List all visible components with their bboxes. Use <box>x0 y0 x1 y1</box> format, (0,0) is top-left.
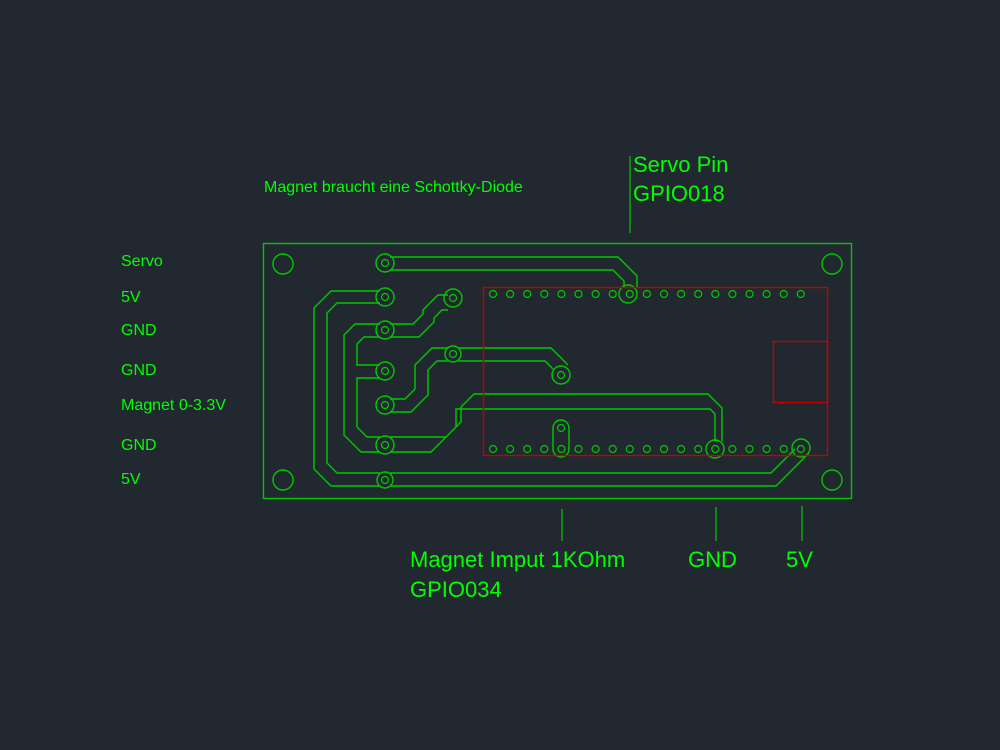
trace-5v <box>313 290 809 487</box>
module-pin-bottom <box>642 444 652 454</box>
connector-label-gnd-3: GND <box>121 437 157 454</box>
module-pin-top <box>711 289 720 299</box>
module-pin-bottom <box>796 444 805 454</box>
pad-hole <box>448 293 458 303</box>
trace-servo <box>390 256 638 288</box>
module-pin-top <box>659 289 669 299</box>
pad-gnd-1-branch <box>443 288 463 308</box>
servo-gpio-label: GPIO018 <box>633 181 725 206</box>
connector-label-gnd-2: GND <box>121 362 157 379</box>
pad-hole <box>380 440 390 450</box>
module-pin-top <box>591 289 600 299</box>
module-pin-bottom <box>591 444 600 454</box>
pad-magnet <box>375 395 395 415</box>
pad-hole <box>380 475 390 485</box>
servo-pin-label: Servo Pin <box>633 152 729 177</box>
pad-hole <box>380 325 390 335</box>
module-pin-bottom <box>659 444 669 454</box>
module-pin-bottom <box>557 444 566 454</box>
connector-label-servo: Servo <box>121 253 163 270</box>
pad-hole <box>380 292 390 302</box>
module-pin-bottom <box>506 444 515 454</box>
module-pin-top <box>745 289 754 299</box>
module-pin-bottom <box>676 444 686 454</box>
trace-magnet-input <box>552 419 570 458</box>
pad-5v-module <box>791 438 811 458</box>
module-pin-top <box>506 289 515 299</box>
pad-hole <box>380 366 390 376</box>
pad-servo <box>375 253 395 273</box>
magnet-input-label: Magnet Imput 1KOhm <box>410 547 626 572</box>
module-pin-top <box>608 289 617 299</box>
pad-hole <box>556 423 566 433</box>
module-pin-top <box>779 289 788 299</box>
trace-magnet <box>390 347 569 413</box>
module-pin-bottom <box>540 444 549 454</box>
trace-gnd-1 <box>343 294 723 453</box>
pad-gnd-3 <box>375 435 395 455</box>
module-pin-top <box>694 289 703 299</box>
module-pin-bottom <box>728 444 737 454</box>
module-pin-bottom <box>625 444 634 454</box>
pad-hole <box>380 258 390 268</box>
module-pin-top <box>540 289 549 299</box>
mounting-hole-bottom-right <box>821 469 843 491</box>
pad-hole <box>448 349 458 359</box>
connector-label-5v-2: 5V <box>121 471 141 488</box>
module-pin-bottom <box>762 444 771 454</box>
module-usb-connector <box>772 340 829 404</box>
pad-5v <box>375 287 395 307</box>
connector-label-magnet: Magnet 0-3.3V <box>121 397 226 414</box>
module-pin-bottom <box>745 444 754 454</box>
mounting-hole-bottom-left <box>272 469 294 491</box>
pad-gnd-1 <box>375 320 395 340</box>
module-pin-bottom <box>608 444 617 454</box>
module-pin-bottom <box>694 444 703 454</box>
pad-magnet-via <box>444 345 462 363</box>
module-pin-top <box>642 289 652 299</box>
module-pin-top <box>728 289 737 299</box>
schottky-note: Magnet braucht eine Schottky-Diode <box>264 179 523 196</box>
module-outline <box>482 286 829 457</box>
mounting-hole-top-right <box>821 253 843 275</box>
pad-gnd-module <box>705 439 725 459</box>
module-pin-top <box>574 289 583 299</box>
pad-servo-module <box>618 284 638 304</box>
module-pin-top <box>488 289 498 299</box>
5v-annotation: 5V <box>786 547 813 572</box>
module-pin-bottom <box>779 444 788 454</box>
connector-label-5v: 5V <box>121 289 141 306</box>
module-pin-top <box>557 289 566 299</box>
pad-5v-bottom <box>376 471 394 489</box>
magnet-gpio-label: GPIO034 <box>410 577 502 602</box>
pad-magnet-end <box>551 365 571 385</box>
mounting-hole-top-left <box>272 253 294 275</box>
pad-hole <box>556 370 566 380</box>
module-pin-bottom <box>574 444 583 454</box>
board-outline <box>262 242 853 500</box>
pad-gnd-2 <box>375 361 395 381</box>
module-pin-bottom <box>488 444 498 454</box>
gnd-annotation: GND <box>688 547 737 572</box>
module-pin-bottom <box>523 444 532 454</box>
connector-label-gnd: GND <box>121 322 157 339</box>
module-pin-top <box>796 289 805 299</box>
module-pin-top <box>625 289 634 299</box>
module-pin-top <box>523 289 532 299</box>
pad-hole <box>380 400 390 410</box>
module-pin-bottom <box>711 444 720 454</box>
module-pin-top <box>676 289 686 299</box>
module-pin-top <box>762 289 771 299</box>
